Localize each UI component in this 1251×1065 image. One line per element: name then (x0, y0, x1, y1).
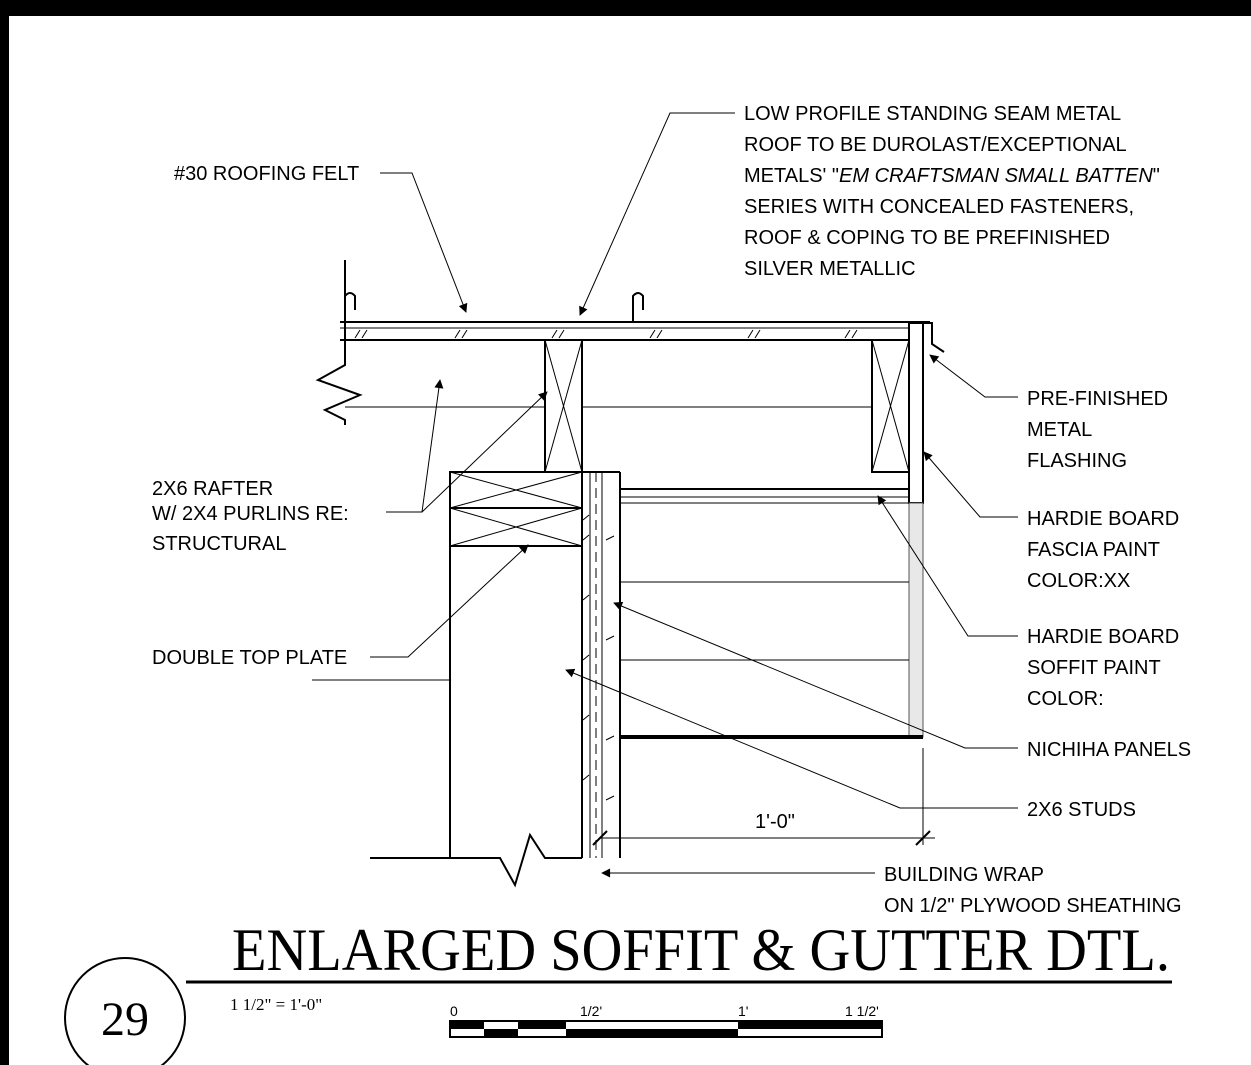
note-studs: 2X6 STUDS (1027, 799, 1136, 821)
svg-text:2X6 RAFTER: 2X6 RAFTER (152, 478, 273, 500)
svg-text:FASCIA PAINT: FASCIA PAINT (1027, 539, 1160, 561)
svg-text:ROOF & COPING TO BE PREFINISHE: ROOF & COPING TO BE PREFINISHED (744, 227, 1110, 249)
svg-text:ON 1/2" PLYWOOD SHEATHING: ON 1/2" PLYWOOD SHEATHING (884, 895, 1182, 917)
detail-title: ENLARGED SOFFIT & GUTTER DTL. (232, 917, 1170, 983)
note-fascia: HARDIE BOARD FASCIA PAINT COLOR:XX (1027, 508, 1179, 592)
note-flashing: PRE-FINISHED METAL FLASHING (1027, 388, 1168, 472)
svg-text:ROOF TO BE DUROLAST/EXCEPTIONA: ROOF TO BE DUROLAST/EXCEPTIONAL (744, 134, 1127, 156)
note-rafter: 2X6 RAFTER W/ 2X4 PURLINS RE: STRUCTURAL (152, 478, 349, 555)
svg-text:COLOR:: COLOR: (1027, 688, 1104, 710)
note-soffit: HARDIE BOARD SOFFIT PAINT COLOR: (1027, 626, 1179, 710)
svg-text:STRUCTURAL: STRUCTURAL (152, 533, 286, 555)
scale-tick-0: 0 (450, 1003, 458, 1019)
note-wrap: BUILDING WRAP ON 1/2" PLYWOOD SHEATHING (884, 864, 1182, 917)
detail-bubble (64, 957, 186, 1065)
note-nichiha: NICHIHA PANELS (1027, 739, 1191, 761)
svg-text:SOFFIT PAINT: SOFFIT PAINT (1027, 657, 1161, 679)
scale-tick-1: 1/2' (580, 1003, 602, 1019)
scale-bar: 0 1/2' 1' 1 1/2' (449, 1003, 883, 1038)
svg-text:HARDIE BOARD: HARDIE BOARD (1027, 508, 1179, 530)
svg-text:METAL: METAL (1027, 419, 1092, 441)
soffit (592, 488, 935, 846)
svg-text:BUILDING WRAP: BUILDING WRAP (884, 864, 1044, 886)
svg-text:W/ 2X4 PURLINS RE:: W/ 2X4 PURLINS RE: (152, 503, 349, 525)
note-top-plate: DOUBLE TOP PLATE (152, 647, 347, 669)
svg-text:METALS' "EM CRAFTSMAN SMALL BA: METALS' "EM CRAFTSMAN SMALL BATTEN" (744, 165, 1160, 187)
svg-text:HARDIE BOARD: HARDIE BOARD (1027, 626, 1179, 648)
scale-tick-3: 1 1/2' (845, 1003, 879, 1019)
detail-number: 29 (101, 993, 149, 1046)
svg-text:LOW PROFILE STANDING SEAM META: LOW PROFILE STANDING SEAM METAL (744, 103, 1121, 125)
scale-tick-2: 1' (738, 1003, 748, 1019)
svg-text:SERIES WITH CONCEALED FASTENER: SERIES WITH CONCEALED FASTENERS, (744, 196, 1134, 218)
svg-text:COLOR:XX: COLOR:XX (1027, 570, 1130, 592)
roof-deck (315, 260, 945, 504)
svg-text:PRE-FINISHED: PRE-FINISHED (1027, 388, 1168, 410)
dimension-label: 1'-0" (755, 811, 795, 833)
svg-text:FLASHING: FLASHING (1027, 450, 1127, 472)
note-metal-roof: LOW PROFILE STANDING SEAM METAL ROOF TO … (744, 103, 1160, 280)
leaders (370, 112, 1018, 878)
title-block: 29 ENLARGED SOFFIT & GUTTER DTL. 1 1/2" … (64, 917, 1172, 1065)
svg-text:SILVER METALLIC: SILVER METALLIC (744, 258, 916, 280)
note-roofing-felt: #30 ROOFING FELT (174, 163, 359, 185)
wall-framing (312, 471, 621, 888)
scale-text: 1 1/2" = 1'-0" (230, 995, 322, 1014)
